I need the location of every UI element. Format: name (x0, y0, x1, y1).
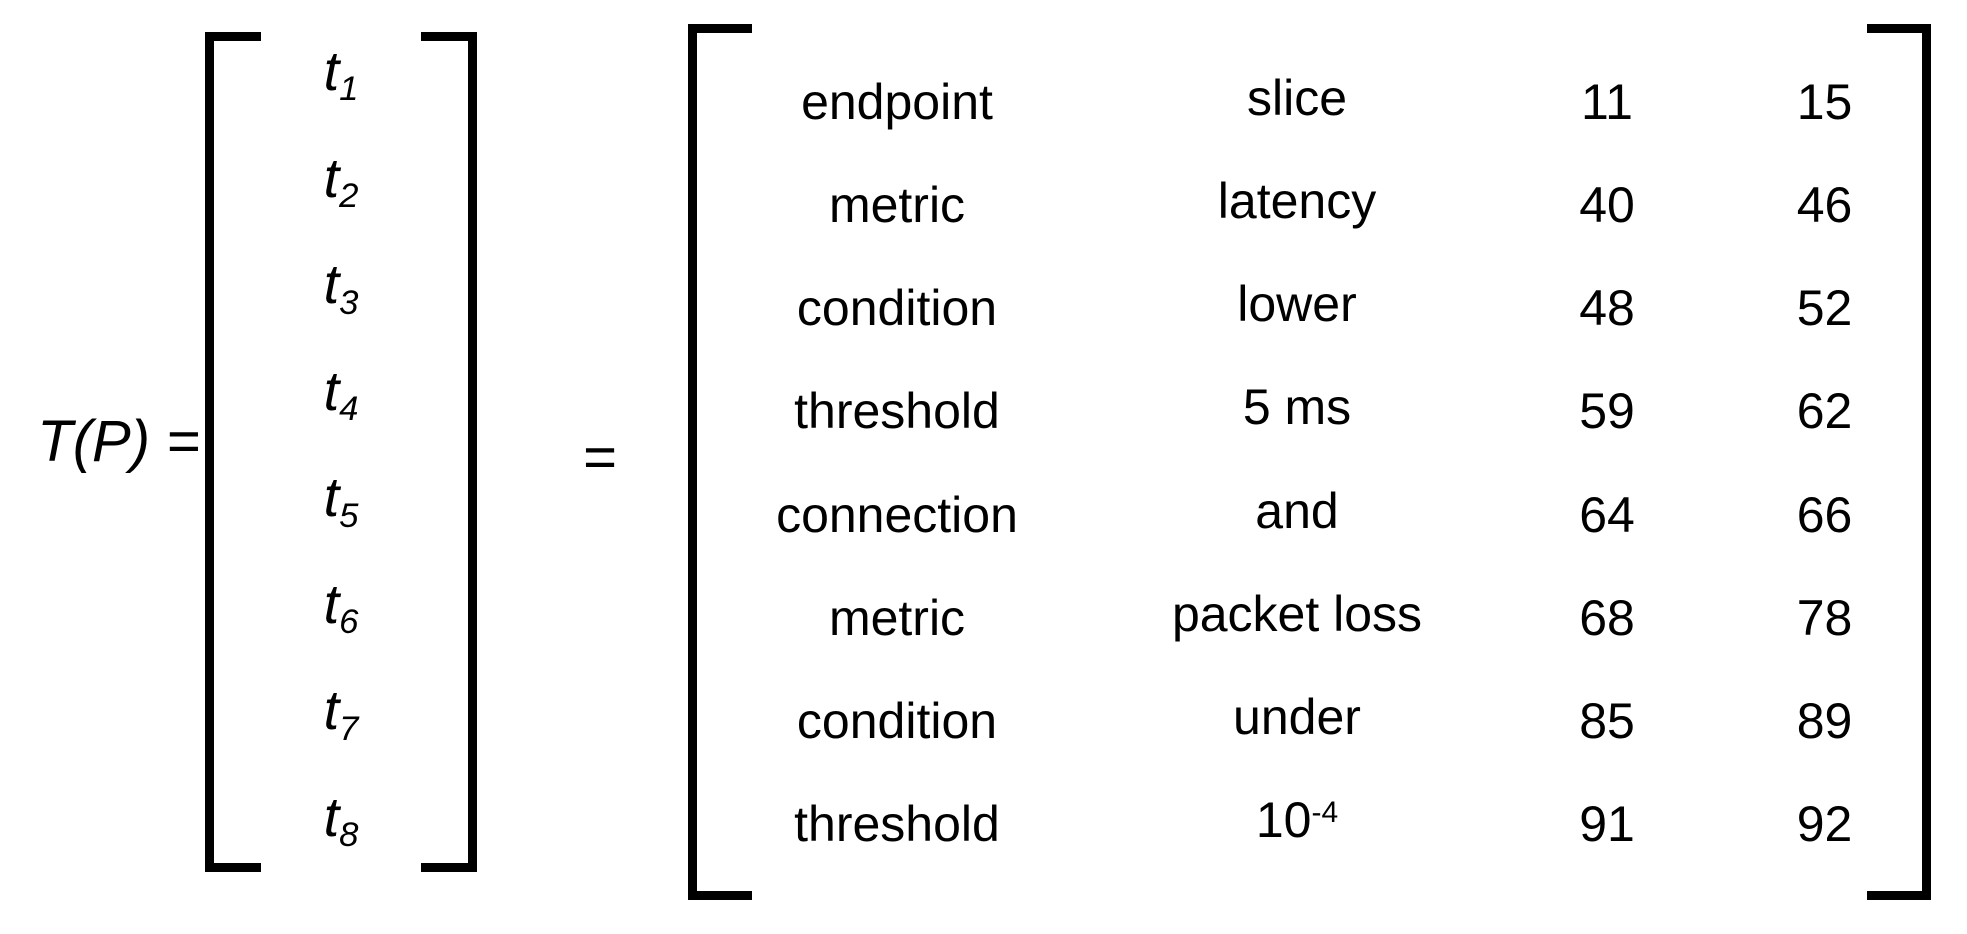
cell-end: 52 (1796, 280, 1853, 337)
cell-type: condition (796, 280, 998, 337)
cell-value: 5 ms (1097, 380, 1497, 442)
bracket-arm-top (1867, 24, 1931, 33)
cell-end: 66 (1796, 486, 1853, 543)
cell-start: 85 (1579, 693, 1635, 750)
attribute-matrix: endpoint slice 11 15 metric latency 40 4… (688, 24, 1931, 900)
token-subscript: 6 (339, 603, 359, 642)
vector-right-bracket (421, 32, 477, 872)
token-base: t (323, 784, 340, 848)
value-text: and (1255, 482, 1339, 539)
token-subscript: 2 (339, 176, 359, 215)
cell-start: 64 (1579, 486, 1635, 543)
bracket-arm-bottom (688, 891, 752, 900)
token-base: t (323, 252, 340, 316)
value-exponent: -4 (1311, 796, 1339, 830)
vector-cells: t1 t2 t3 t4 t5 t6 t7 t8 (214, 32, 468, 872)
cell-start: 48 (1579, 280, 1635, 337)
vector-cell: t3 (214, 252, 468, 322)
equation-left-label: T(P) = (37, 409, 200, 474)
vector-cell: t2 (214, 145, 468, 215)
value-text: under (1233, 689, 1361, 746)
cell-start: 68 (1579, 589, 1635, 646)
cell-type: metric (828, 176, 966, 233)
token-subscript: 1 (339, 70, 359, 109)
cell-end: 92 (1796, 796, 1853, 853)
bracket-stem (1922, 24, 1931, 900)
bracket-stem (688, 24, 697, 900)
cell-type: threshold (794, 796, 1000, 853)
bracket-stem (468, 32, 477, 872)
cell-end: 62 (1796, 383, 1853, 440)
token-subscript: 4 (339, 390, 359, 429)
value-text: 10 (1255, 792, 1312, 849)
cell-value: under (1097, 690, 1497, 752)
table-left-bracket (688, 24, 752, 900)
bracket-arm-top (205, 32, 261, 41)
cell-start: 11 (1581, 73, 1633, 130)
vector-cell: t8 (214, 784, 468, 855)
vector-cell: t1 (214, 39, 468, 109)
cell-value: slice (1097, 71, 1497, 133)
cell-value: latency (1097, 174, 1497, 236)
bracket-arm-bottom (205, 863, 261, 872)
cell-type: metric (828, 589, 966, 646)
cell-type: connection (776, 486, 1018, 543)
equals-sign: = (583, 425, 617, 490)
cell-end: 46 (1796, 176, 1853, 233)
value-text: latency (1217, 172, 1377, 229)
vector-cell: t5 (214, 465, 468, 535)
token-base: t (323, 465, 340, 529)
vector-cell: t6 (214, 571, 468, 642)
attribute-grid: endpoint slice 11 15 metric latency 40 4… (697, 24, 1922, 900)
vector-cell: t4 (214, 358, 468, 429)
token-subscript: 7 (339, 709, 359, 748)
table-right-bracket (1867, 24, 1931, 900)
token-base: t (323, 678, 340, 742)
cell-start: 59 (1579, 383, 1635, 440)
cell-value: lower (1097, 277, 1497, 339)
vector-cell: t7 (214, 678, 468, 748)
token-subscript: 5 (339, 496, 359, 535)
cell-value: 10-4 (1097, 793, 1497, 855)
cell-end: 78 (1796, 589, 1853, 646)
token-base: t (323, 358, 340, 422)
token-subscript: 8 (339, 816, 359, 855)
value-text: lower (1237, 276, 1357, 333)
cell-type: condition (796, 693, 998, 750)
vector-left-bracket (205, 32, 261, 872)
token-vector-matrix: t1 t2 t3 t4 t5 t6 t7 t8 (205, 32, 477, 872)
token-base: t (323, 571, 340, 635)
bracket-arm-top (421, 32, 477, 41)
bracket-arm-bottom (421, 863, 477, 872)
cell-end: 15 (1796, 73, 1853, 130)
cell-value: and (1097, 484, 1497, 546)
token-base: t (323, 145, 340, 209)
cell-value: packet loss (1097, 587, 1497, 649)
bracket-arm-top (688, 24, 752, 33)
cell-type: threshold (794, 383, 1000, 440)
cell-start: 40 (1579, 176, 1635, 233)
value-text: 5 ms (1242, 379, 1352, 436)
bracket-arm-bottom (1867, 891, 1931, 900)
cell-end: 89 (1796, 693, 1853, 750)
cell-start: 91 (1579, 796, 1635, 853)
cell-type: endpoint (801, 73, 993, 130)
bracket-stem (205, 32, 214, 872)
token-base: t (323, 39, 340, 102)
token-subscript: 3 (339, 283, 359, 322)
value-text: slice (1246, 69, 1348, 126)
value-text: packet loss (1171, 585, 1423, 642)
